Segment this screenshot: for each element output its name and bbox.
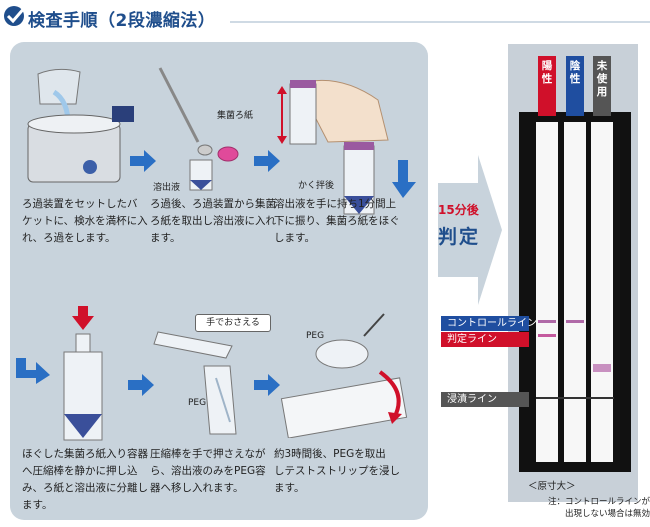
positive-control-band [538,320,556,323]
dip-line-mark [536,397,614,399]
filter-paper-label: 集菌ろ紙 [217,111,254,121]
page-title: 検査手順（2段濃縮法） [28,11,216,31]
bucket-filter-illustration [27,68,134,183]
step-1-text: ろ過装置をセットしたバ ケットに、検水を満杯に入 れ、ろ過をします。 [22,198,148,244]
compression-rod-illustration [63,306,103,441]
title-bar: 検査手順（2段濃縮法） [0,0,650,34]
hand-shaking-illustration [277,79,389,215]
check-icon [4,5,28,26]
step-5-text: 圧縮棒を手で押さえなが ら、溶出液のみをPEG容 器へ移し入れます。 [150,448,266,494]
negative-control-band [566,320,584,323]
negative-strip [564,122,586,462]
control-line-label: コントロールライン [441,316,537,331]
arrow-step1-to-2 [130,150,156,172]
step-6-text: 約3時間後、PEGを取出 しテストストリップを浸し ます。 [274,448,400,494]
hold-by-hand-badge: 手でおさえる [195,314,271,332]
negative-tag: 陰 性 [566,56,584,116]
positive-tag-char-2: 性 [541,73,553,85]
footnote: 注：コントロールラインが 出現しない場合は無効 [547,497,650,519]
arrow-step2-to-3 [254,150,280,172]
scale-note: ＜原寸大＞ [528,481,576,492]
positive-strip [536,122,558,462]
unused-tag: 未 使 用 [593,56,611,116]
peg-label-1: PEG [188,398,207,408]
peg-label-2: PEG [306,331,325,341]
test-line-label: 判定ライン [441,332,529,347]
judgement-label: 判定 [438,226,481,248]
judgement-time: 15分後 [438,203,479,217]
arrow-down-to-row2 [392,160,416,198]
forceps-vial-illustration [158,67,239,191]
positive-test-band [538,334,556,337]
peg-transfer-illustration [153,331,237,435]
dip-line-label: 浸漬ライン [441,392,529,407]
judgement-arrow [438,155,502,305]
arrow-into-row2 [16,358,50,384]
unused-pad [593,364,611,372]
after-stirring-label: かく拌後 [298,181,335,191]
negative-tag-char-2: 性 [569,73,581,85]
unused-strip [591,122,613,462]
unused-tag-char-2: 使 [596,73,608,85]
arrow-step5-to-6 [254,374,280,396]
unused-tag-char-3: 用 [596,86,608,98]
unused-tag-char-1: 未 [596,60,608,72]
positive-tag: 陽 性 [538,56,556,116]
step-3-text: 溶出液を手に持ち1分間上 下に振り、集菌ろ紙をほぐ します。 [274,198,400,244]
eluate-label: 溶出液 [153,183,181,193]
arrow-step4-to-5 [128,374,154,396]
positive-tag-char-1: 陽 [541,60,553,72]
negative-tag-char-1: 陰 [569,60,581,72]
step-2-text: ろ過後、ろ過装置から集菌 ろ紙を取出し溶出液に入れ ます。 [150,198,276,244]
step-4-text: ほぐした集菌ろ紙入り容器 へ圧縮棒を静かに押し込 み、ろ紙と溶出液に分離し ます… [22,448,148,511]
title-underline [230,21,650,23]
peg-strip-illustration [280,313,408,438]
